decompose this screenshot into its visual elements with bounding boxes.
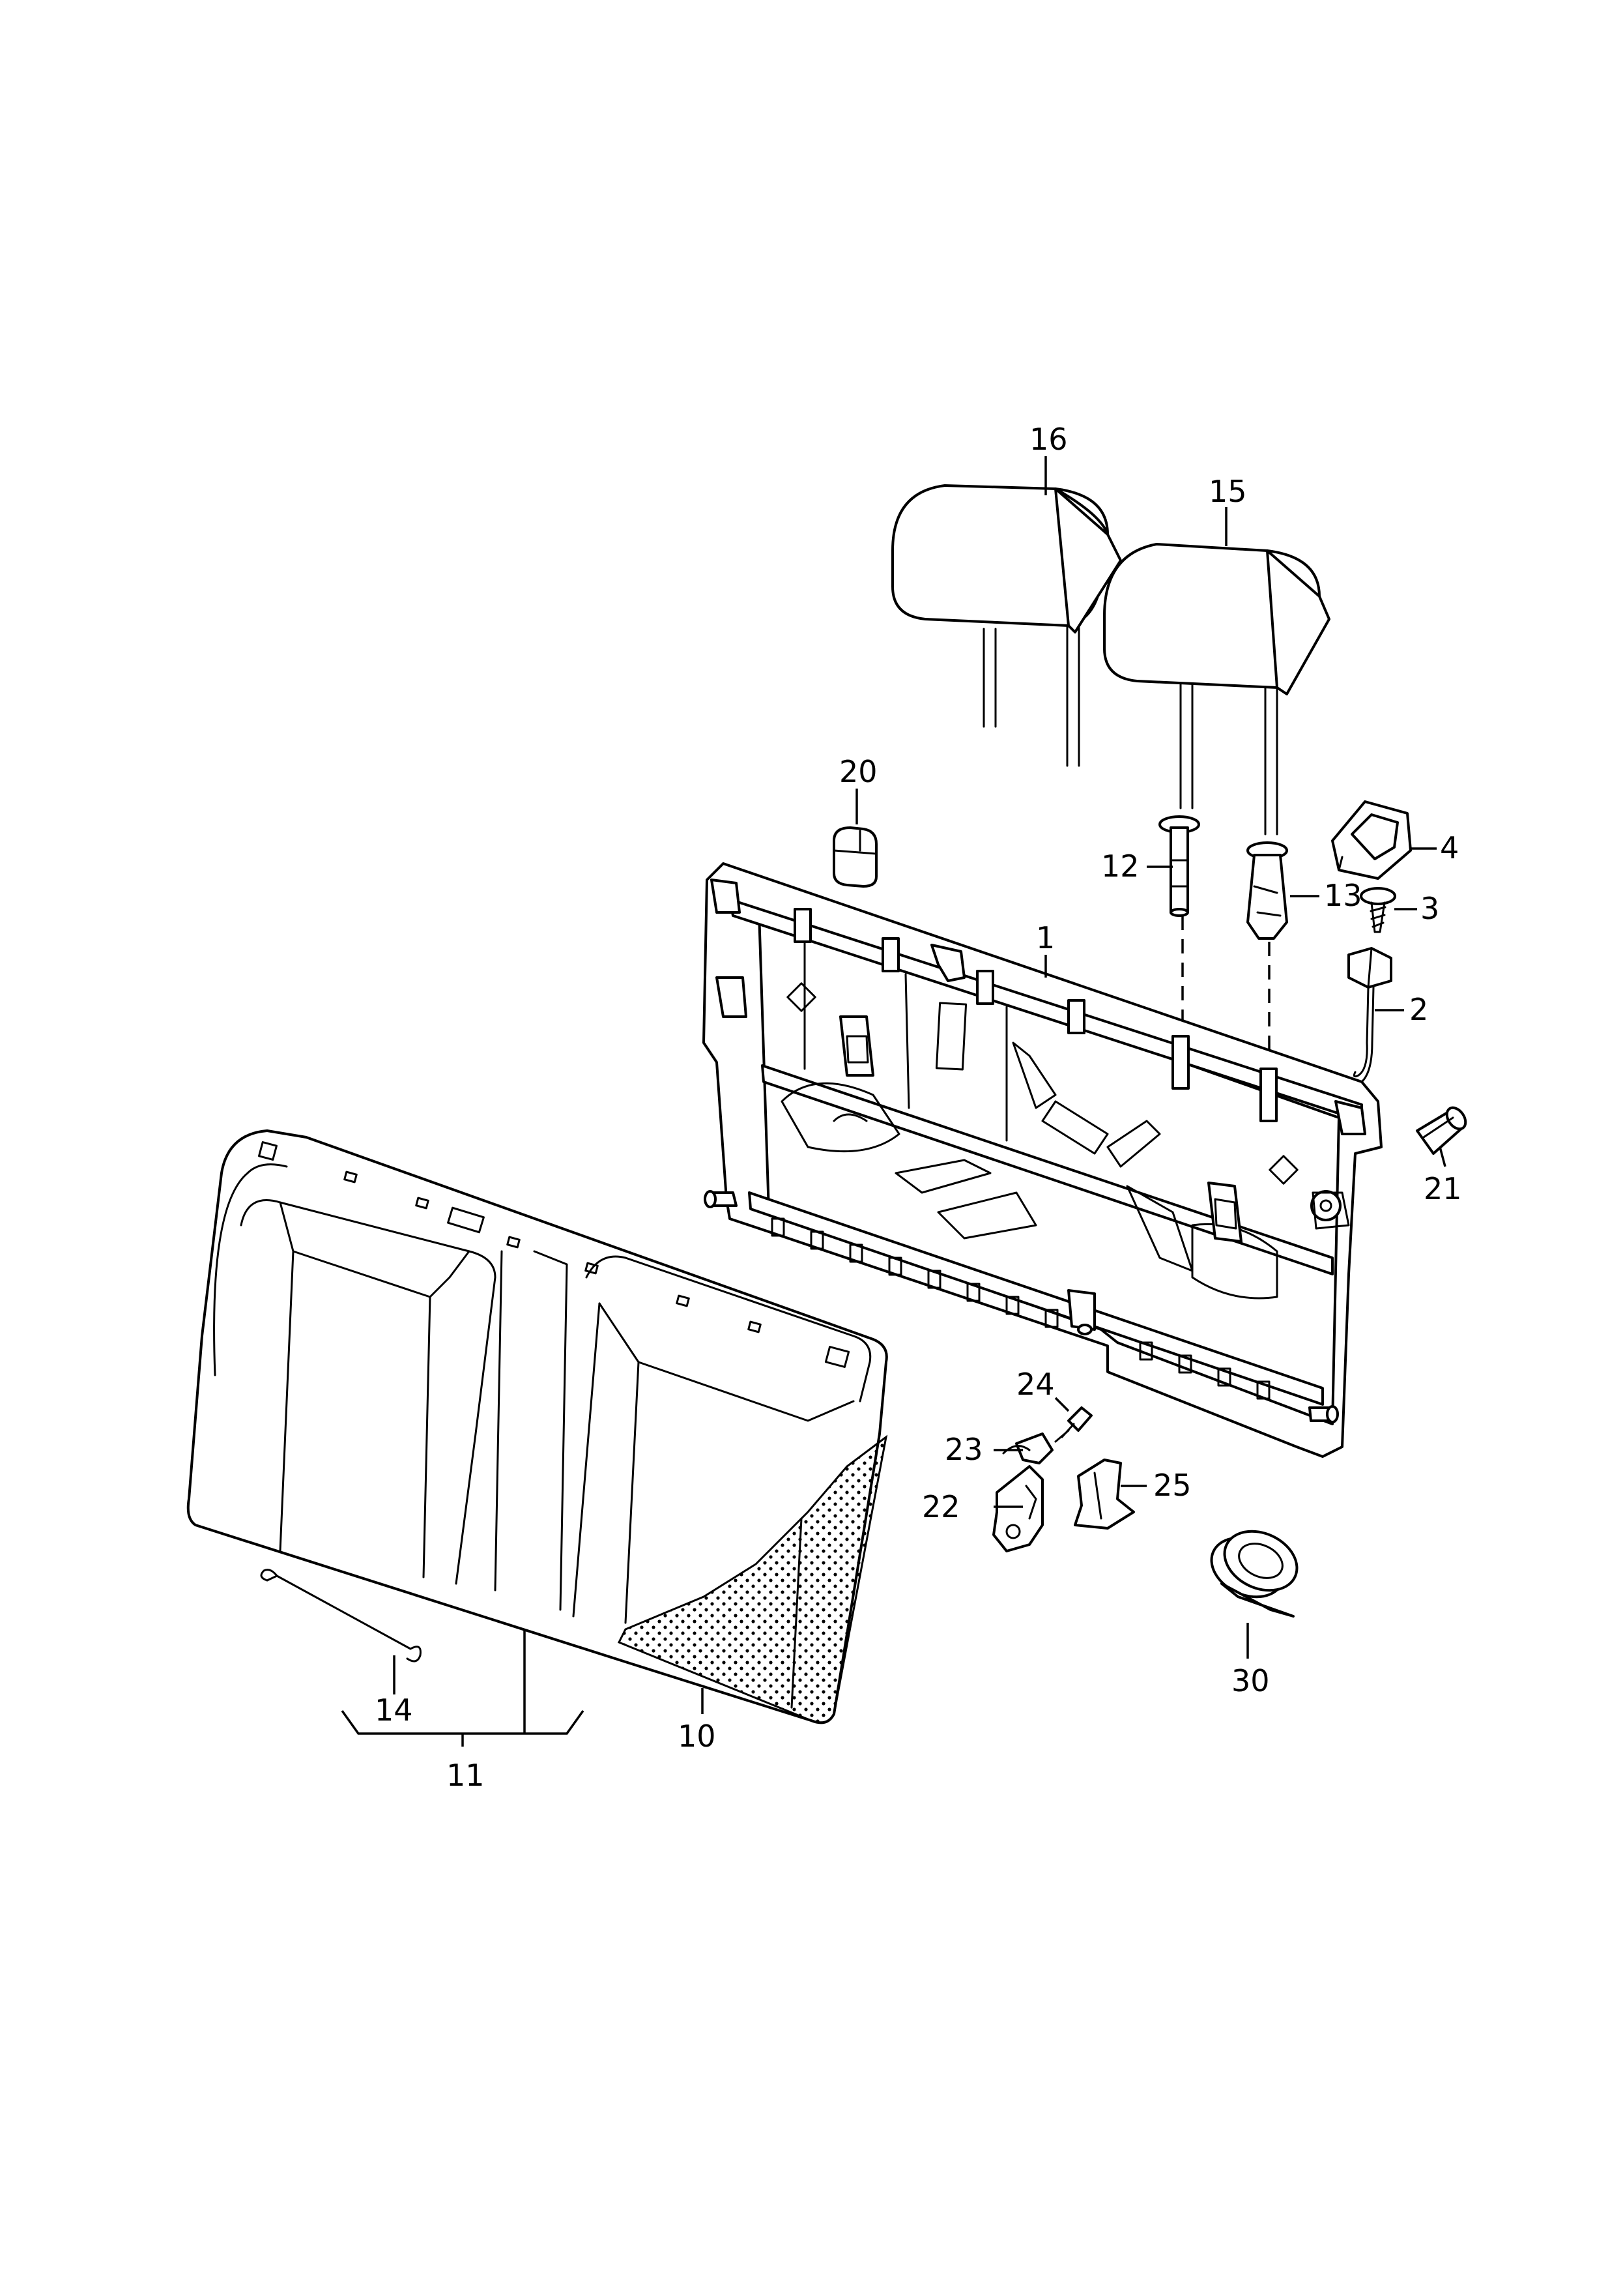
callout-16: 16: [1029, 422, 1068, 457]
headrest-left: [891, 484, 1122, 767]
bolt: [1054, 1406, 1093, 1443]
headrest-guide-sleeve-locking: [1246, 841, 1288, 940]
callout-30: 30: [1231, 1663, 1270, 1698]
bump-stop: [1416, 1106, 1467, 1155]
callout-24: 24: [1016, 1367, 1055, 1402]
cover-cap: [833, 826, 878, 888]
retaining-clip: [1002, 1432, 1054, 1464]
callout-2: 2: [1409, 992, 1428, 1027]
callout-11: 11: [446, 1758, 485, 1793]
headrest-right: [1103, 543, 1330, 836]
backrest-frame: [702, 862, 1383, 1458]
callout-4: 4: [1440, 830, 1459, 865]
callout-13: 13: [1324, 878, 1362, 913]
latch-bracket: [992, 1465, 1044, 1552]
callout-21: 21: [1424, 1171, 1462, 1206]
screw: [1360, 887, 1396, 933]
callout-25: 25: [1153, 1468, 1192, 1503]
callout-labels: 16 15 20 12 13 4 3 1 2 21 24 23 22 25 30…: [375, 422, 1462, 1793]
callout-22: 22: [922, 1489, 960, 1524]
callout-3: 3: [1420, 891, 1439, 926]
callout-14: 14: [375, 1693, 413, 1728]
leader-lines: [341, 456, 1446, 1747]
callout-20: 20: [839, 754, 878, 789]
callout-12: 12: [1101, 849, 1140, 884]
callout-10: 10: [678, 1719, 716, 1754]
release-handle-housing: [1331, 800, 1412, 880]
adhesive-tape-roll: [1210, 1530, 1299, 1618]
backrest-cover-and-pad: [186, 1129, 888, 1724]
callout-1: 1: [1036, 920, 1055, 955]
headrest-guide-sleeve: [1158, 815, 1200, 917]
callout-23: 23: [945, 1432, 983, 1467]
side-trim: [1074, 1459, 1135, 1530]
callout-15: 15: [1209, 474, 1247, 509]
foam-pad: [617, 1434, 888, 1724]
release-cable: [1347, 947, 1392, 1083]
wire-hook: [260, 1569, 422, 1663]
